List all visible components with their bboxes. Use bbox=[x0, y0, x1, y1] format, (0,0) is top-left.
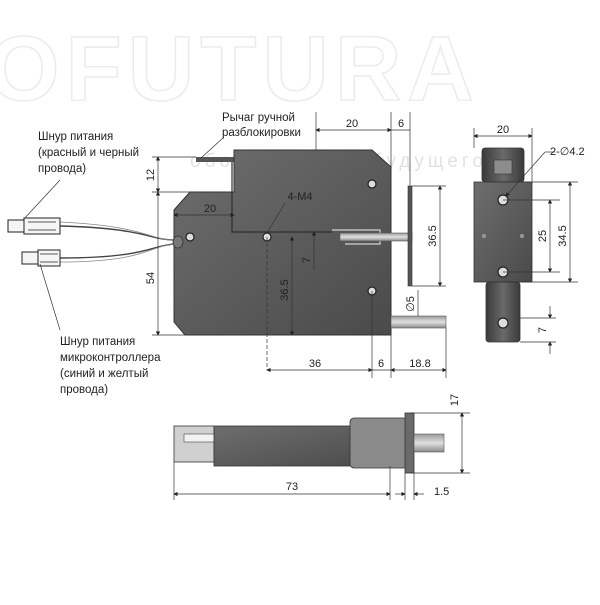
dim-center-36-5: 36.5 bbox=[279, 279, 291, 300]
front-view: Рычаг ручной разблокировки Шнур питания … bbox=[7, 112, 447, 396]
power-cord-label: Шнур питания bbox=[38, 131, 113, 143]
power-cord-label: провода) bbox=[38, 163, 86, 175]
power-wire bbox=[59, 225, 175, 241]
dim-bottom-6: 6 bbox=[378, 358, 384, 370]
dim-left-20: 20 bbox=[204, 203, 216, 215]
mount-hole bbox=[367, 179, 377, 189]
side-view: 20 2-∅4.2 25 34.5 7 bbox=[473, 124, 585, 354]
manual-lever bbox=[196, 157, 236, 162]
mount-hole bbox=[185, 232, 195, 242]
mcu-cord-label: (синий и желтый bbox=[60, 368, 148, 380]
pin-dia-label: ∅5 bbox=[405, 296, 417, 312]
mcu-connector bbox=[21, 249, 61, 267]
dim-34-5: 34.5 bbox=[557, 225, 569, 246]
dim-12: 12 bbox=[145, 169, 157, 181]
mcu-cord-label: провода) bbox=[60, 384, 108, 396]
mcu-cord-label: Шнур питания bbox=[60, 336, 135, 348]
face-plate-bottom bbox=[404, 412, 415, 474]
dim-17: 17 bbox=[449, 394, 461, 406]
bottom-view: 73 1.5 17 bbox=[173, 394, 470, 500]
dim-top-20: 20 bbox=[346, 118, 358, 130]
dim-bottom-18-8: 18.8 bbox=[409, 358, 430, 370]
dim-1-5: 1.5 bbox=[434, 486, 449, 498]
watermark-brand: OFUTURA bbox=[0, 18, 480, 120]
dim-right-36-5: 36.5 bbox=[427, 225, 439, 246]
dim-54: 54 bbox=[145, 272, 157, 284]
mcu-wire bbox=[59, 243, 175, 259]
manual-lever-label: Рычаг ручной bbox=[222, 112, 295, 124]
holes-label: 2-∅4.2 bbox=[550, 146, 585, 158]
mcu-cord-label: микроконтроллера bbox=[60, 352, 161, 364]
manual-lever-label: разблокировки bbox=[222, 127, 301, 139]
output-pin-bottom bbox=[413, 433, 445, 453]
output-pin bbox=[390, 315, 447, 329]
dim-side-20: 20 bbox=[497, 124, 509, 136]
lock-body-front bbox=[173, 149, 392, 336]
dim-side-7: 7 bbox=[537, 327, 549, 333]
thread-label: 4-M4 bbox=[287, 191, 312, 203]
dim-25: 25 bbox=[537, 230, 549, 242]
mount-hole bbox=[497, 317, 509, 329]
dim-73: 73 bbox=[286, 481, 298, 493]
dim-bottom-36: 36 bbox=[309, 358, 321, 370]
power-cord-label: (красный и черный bbox=[38, 147, 139, 159]
dim-top-6: 6 bbox=[398, 118, 404, 130]
dim-7: 7 bbox=[301, 257, 313, 263]
face-plate bbox=[407, 185, 413, 287]
power-connector bbox=[7, 217, 61, 235]
latch-pin bbox=[339, 232, 413, 242]
